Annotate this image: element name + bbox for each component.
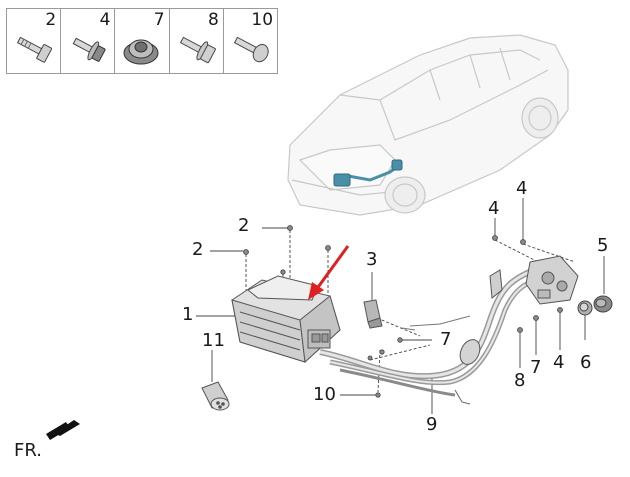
front-direction-label: FR. [14,440,42,461]
callout-7-center: 7 [440,329,452,350]
cap-5 [593,295,613,313]
hex-flange-bolt-icon [179,36,216,64]
callout-8: 8 [514,370,526,391]
round-head-bolt-icon [233,36,269,63]
legend-cell-7: 7 [115,9,170,73]
callout-6: 6 [580,352,592,373]
callout-4-top: 4 [516,178,528,199]
grommet-nut-icon [123,39,159,65]
callout-3: 3 [366,249,378,270]
callout-10: 10 [313,384,336,405]
callout-2-left: 2 [192,239,204,260]
charging-cable-harness [319,265,549,405]
callout-11: 11 [202,330,225,351]
red-arrow-icon [308,245,350,300]
fasteners [243,225,563,398]
legend-cell-2: 2 [7,9,62,73]
callout-1: 1 [182,304,194,325]
legend-number: 7 [153,10,165,30]
adapter-plug [201,381,230,411]
bolt-icon [16,36,53,63]
callout-4-left: 4 [488,198,500,219]
callout-4-bottom: 4 [553,352,565,373]
legend-cell-4: 4 [61,9,116,73]
flange-bolt-icon [72,37,106,62]
callout-2-top: 2 [238,215,250,236]
front-direction-arrow-icon [46,420,80,440]
legend-cell-10: 10 [224,9,277,73]
legend-number: 10 [251,10,274,30]
callout-5: 5 [597,235,609,256]
highlighted-cable-in-car [333,159,403,187]
charging-socket-assembly [525,255,579,305]
cap-6 [577,300,593,316]
bracket-part [363,299,383,329]
legend-cell-8: 8 [170,9,224,73]
charger-unit [231,275,341,364]
legend-number: 8 [207,10,219,30]
legend-number: 2 [45,10,57,30]
fastener-legend: 2 4 7 [6,8,278,74]
callout-9: 9 [426,414,438,435]
callout-7-right: 7 [530,357,542,378]
legend-number: 4 [99,10,111,30]
